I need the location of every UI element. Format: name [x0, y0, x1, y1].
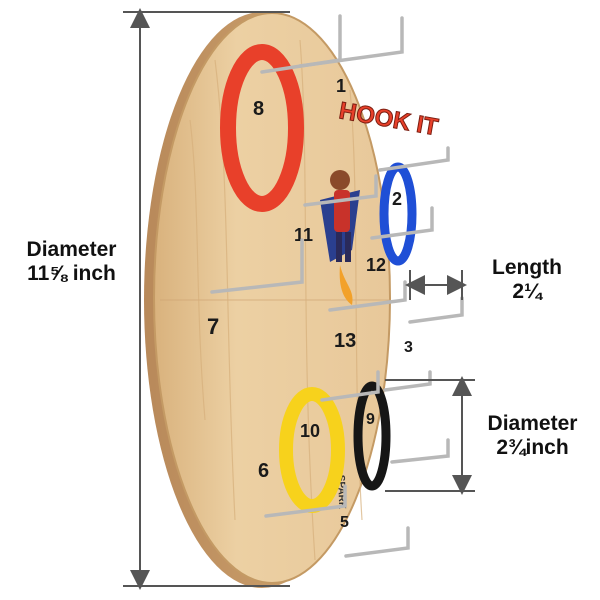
board-face: [153, 12, 391, 584]
hook-length-dimension: [405, 270, 467, 300]
ring-diameter-label: Diameter 2¾inch: [470, 412, 595, 460]
blue-ring: [379, 162, 417, 266]
hook-length-line1: Length: [492, 256, 562, 279]
ring-diameter-dimension: [385, 376, 475, 495]
board-number-13: 13: [334, 330, 356, 352]
board-diameter-dimension: [123, 7, 290, 590]
superhero-illustration: [320, 170, 360, 305]
board-number-9: 9: [366, 411, 375, 428]
board-number-6: 6: [258, 460, 269, 482]
hook-length-line2: 2¼: [512, 280, 542, 304]
red-ring: [220, 44, 304, 212]
board-numbers: 1 8 2 11 12 7 13 3 10 9 6 5: [207, 76, 413, 531]
yellow-ring: [279, 387, 345, 513]
board-number-2: 2: [392, 189, 402, 209]
board-number-3: 3: [404, 339, 413, 356]
board-number-11: 11: [294, 225, 313, 245]
board-number-10: 10: [300, 421, 320, 441]
board-diameter-line2: 11⅝ inch: [27, 262, 116, 286]
ring-diameter-line1: Diameter: [487, 412, 578, 435]
hook-length-label: Length 2¼: [462, 256, 592, 304]
board-number-12: 12: [366, 255, 386, 275]
black-ring: [353, 381, 391, 491]
board-diameter-line1: Diameter: [26, 238, 117, 261]
board-number-8: 8: [253, 98, 264, 120]
board-number-1: 1: [336, 76, 346, 96]
ring-diameter-line2: 2¾inch: [496, 436, 569, 460]
board-number-5: 5: [340, 514, 349, 531]
board-diameter-label: Diameter 11⅝ inch: [4, 238, 139, 286]
board-number-7: 7: [207, 314, 219, 339]
